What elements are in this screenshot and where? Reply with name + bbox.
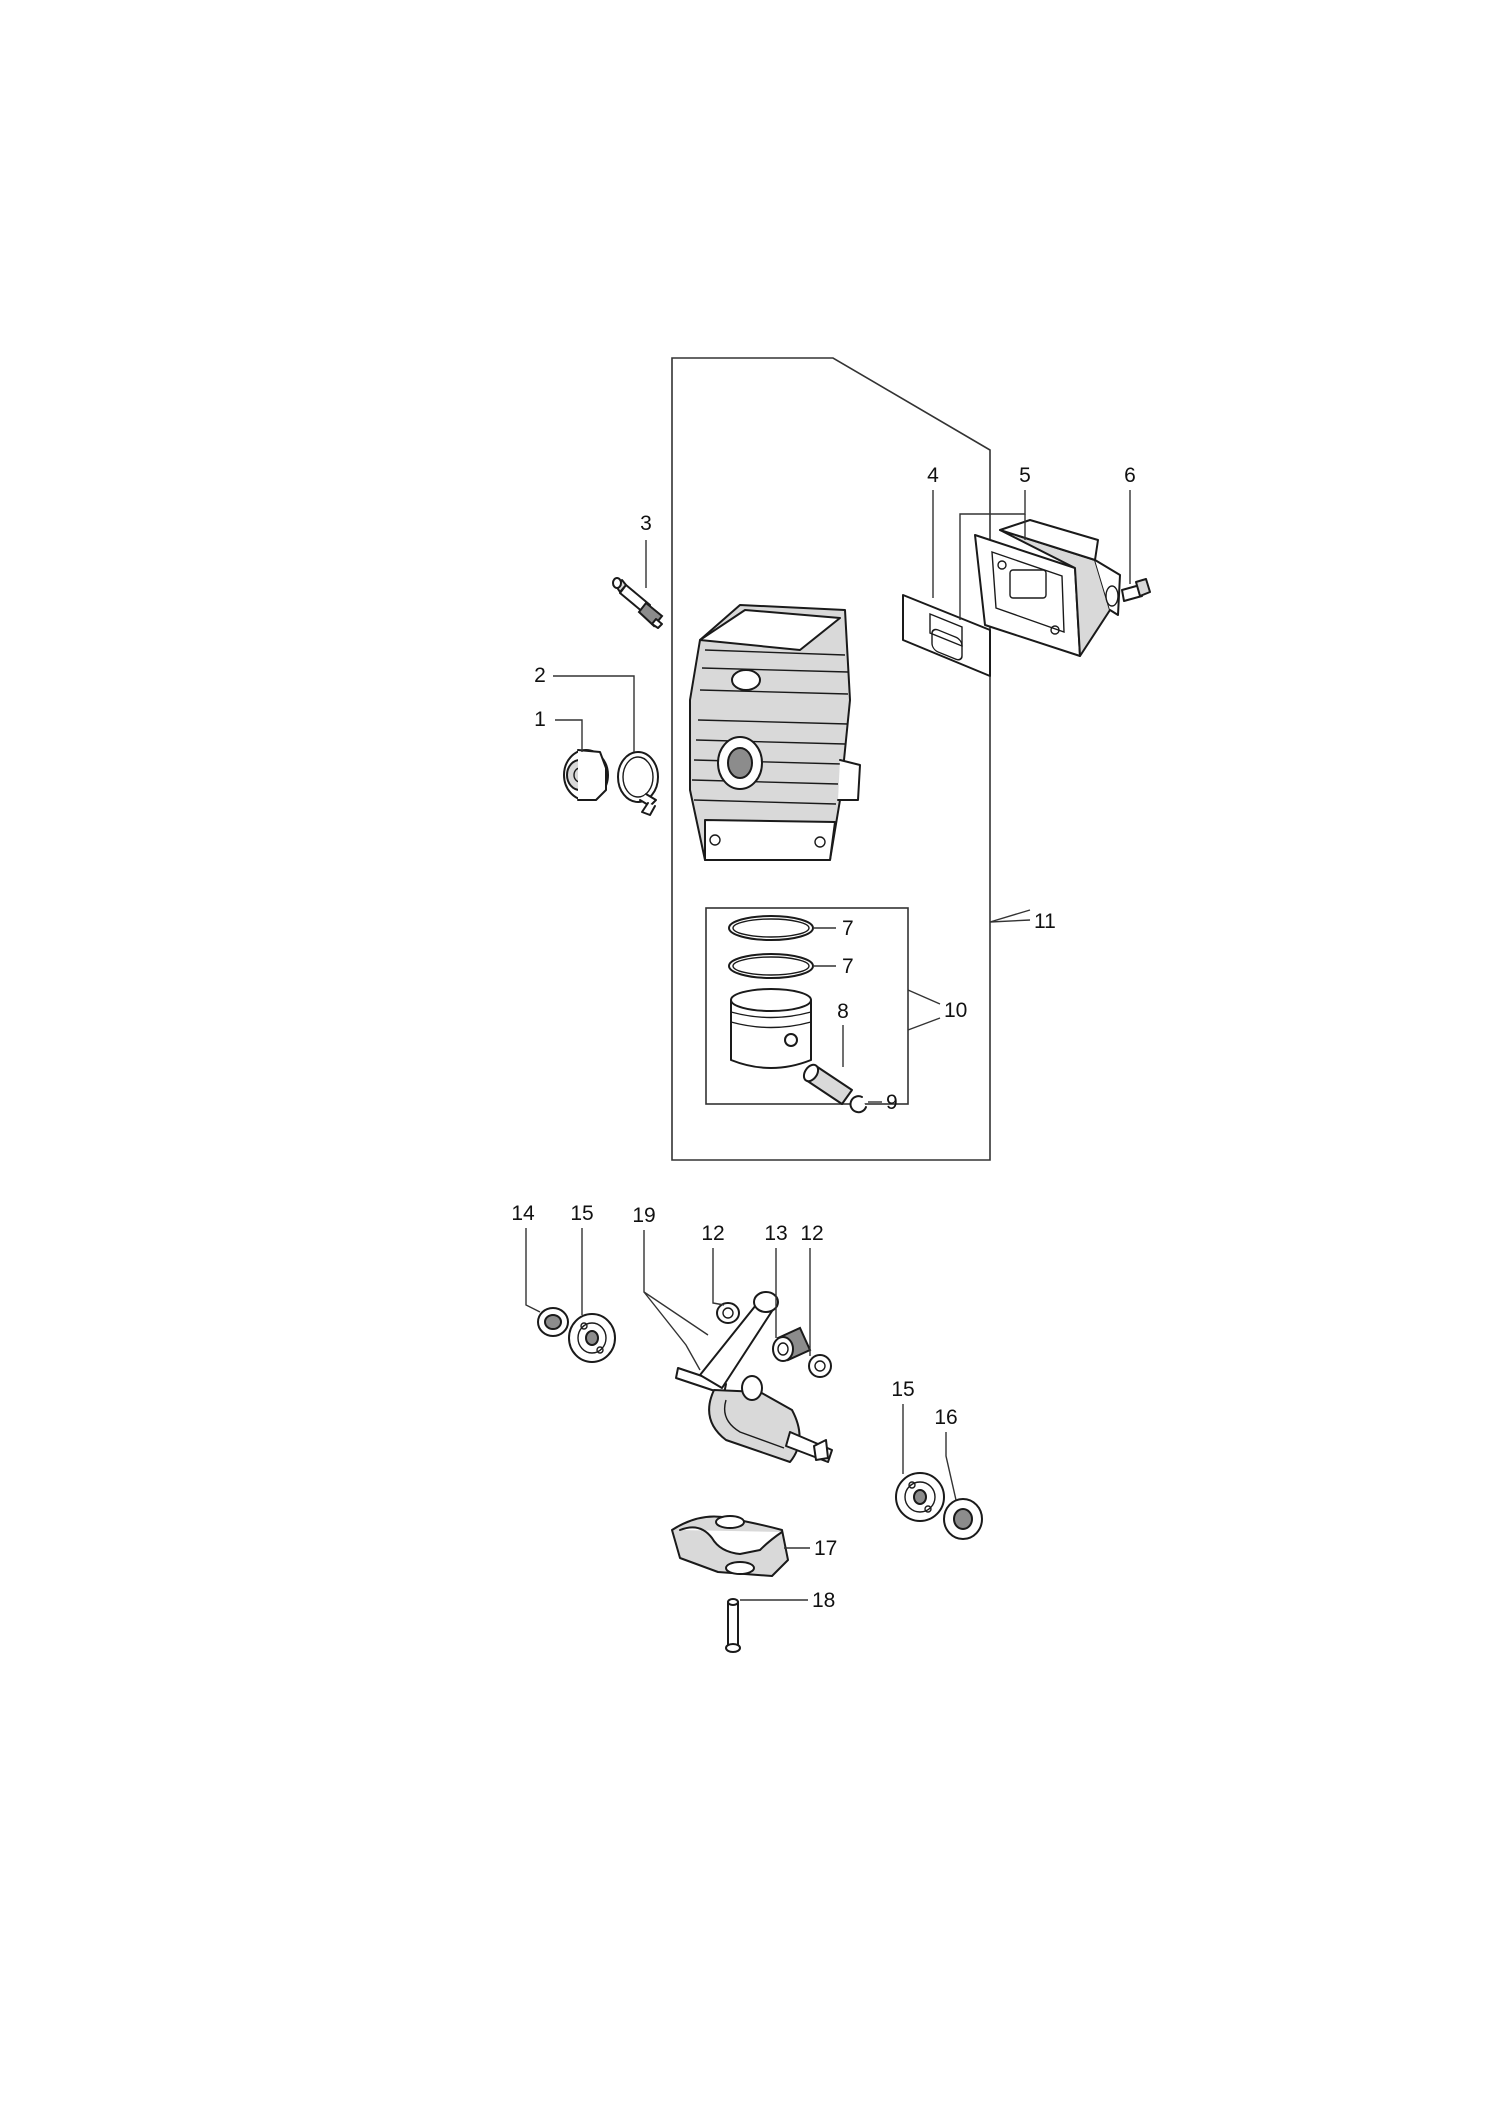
part-16-oil-seal[interactable] bbox=[943, 1498, 983, 1540]
part-3-spark-plug[interactable] bbox=[612, 577, 664, 629]
callout-2: 2 bbox=[534, 664, 546, 687]
callout-4: 4 bbox=[927, 464, 939, 487]
callout-7-lower: 7 bbox=[842, 955, 854, 978]
part-4-muffler-gasket[interactable] bbox=[902, 594, 991, 677]
callout-10: 10 bbox=[944, 999, 967, 1022]
part-5-muffler[interactable] bbox=[974, 519, 1121, 657]
callout-7-upper: 7 bbox=[842, 917, 854, 940]
part-14-oil-seal[interactable] bbox=[537, 1307, 569, 1337]
callout-labels: 1 2 3 4 5 6 7 7 8 9 10 11 12 12 13 14 15… bbox=[511, 464, 1136, 1612]
callout-17: 17 bbox=[814, 1537, 837, 1560]
callout-15-right: 15 bbox=[891, 1378, 914, 1401]
part-7-piston-ring-lower[interactable] bbox=[728, 953, 814, 979]
part-2-hose-clamp[interactable] bbox=[617, 751, 659, 816]
callout-9: 9 bbox=[886, 1091, 898, 1114]
callout-3: 3 bbox=[640, 512, 652, 535]
leader-lines bbox=[525, 490, 1131, 1601]
callout-12-right: 12 bbox=[800, 1222, 823, 1245]
part-12-washer-right[interactable] bbox=[808, 1354, 832, 1378]
part-7-piston-ring-upper[interactable] bbox=[728, 915, 814, 941]
part-17-crankcase[interactable] bbox=[671, 1515, 789, 1577]
cylinder[interactable] bbox=[689, 604, 861, 861]
part-18-bolt[interactable] bbox=[725, 1598, 741, 1653]
callout-12-left: 12 bbox=[701, 1222, 724, 1245]
part-8-piston-pin[interactable] bbox=[801, 1062, 853, 1105]
part-15-ball-bearing-left[interactable] bbox=[568, 1313, 616, 1363]
piston[interactable] bbox=[730, 988, 812, 1069]
callout-13: 13 bbox=[764, 1222, 787, 1245]
callout-16: 16 bbox=[934, 1406, 957, 1429]
callout-11: 11 bbox=[1034, 910, 1056, 933]
part-19-crankshaft[interactable] bbox=[675, 1291, 833, 1463]
callout-6: 6 bbox=[1124, 464, 1136, 487]
part-1-intake-flange[interactable] bbox=[563, 749, 609, 801]
part-6-screw[interactable] bbox=[1121, 578, 1151, 602]
cylinder-kit-frame bbox=[671, 357, 991, 1161]
callout-1: 1 bbox=[534, 708, 546, 731]
part-13-needle-bearing[interactable] bbox=[772, 1326, 812, 1362]
callout-8: 8 bbox=[837, 1000, 849, 1023]
piston-kit-frame bbox=[705, 907, 909, 1105]
callout-15-left: 15 bbox=[570, 1202, 593, 1225]
part-15-ball-bearing-right[interactable] bbox=[895, 1472, 945, 1522]
callout-18: 18 bbox=[812, 1589, 835, 1612]
callout-19: 19 bbox=[632, 1204, 655, 1227]
part-12-washer-left[interactable] bbox=[716, 1302, 740, 1324]
callout-5: 5 bbox=[1019, 464, 1031, 487]
callout-14: 14 bbox=[511, 1202, 535, 1225]
part-9-circlip[interactable] bbox=[849, 1095, 867, 1114]
